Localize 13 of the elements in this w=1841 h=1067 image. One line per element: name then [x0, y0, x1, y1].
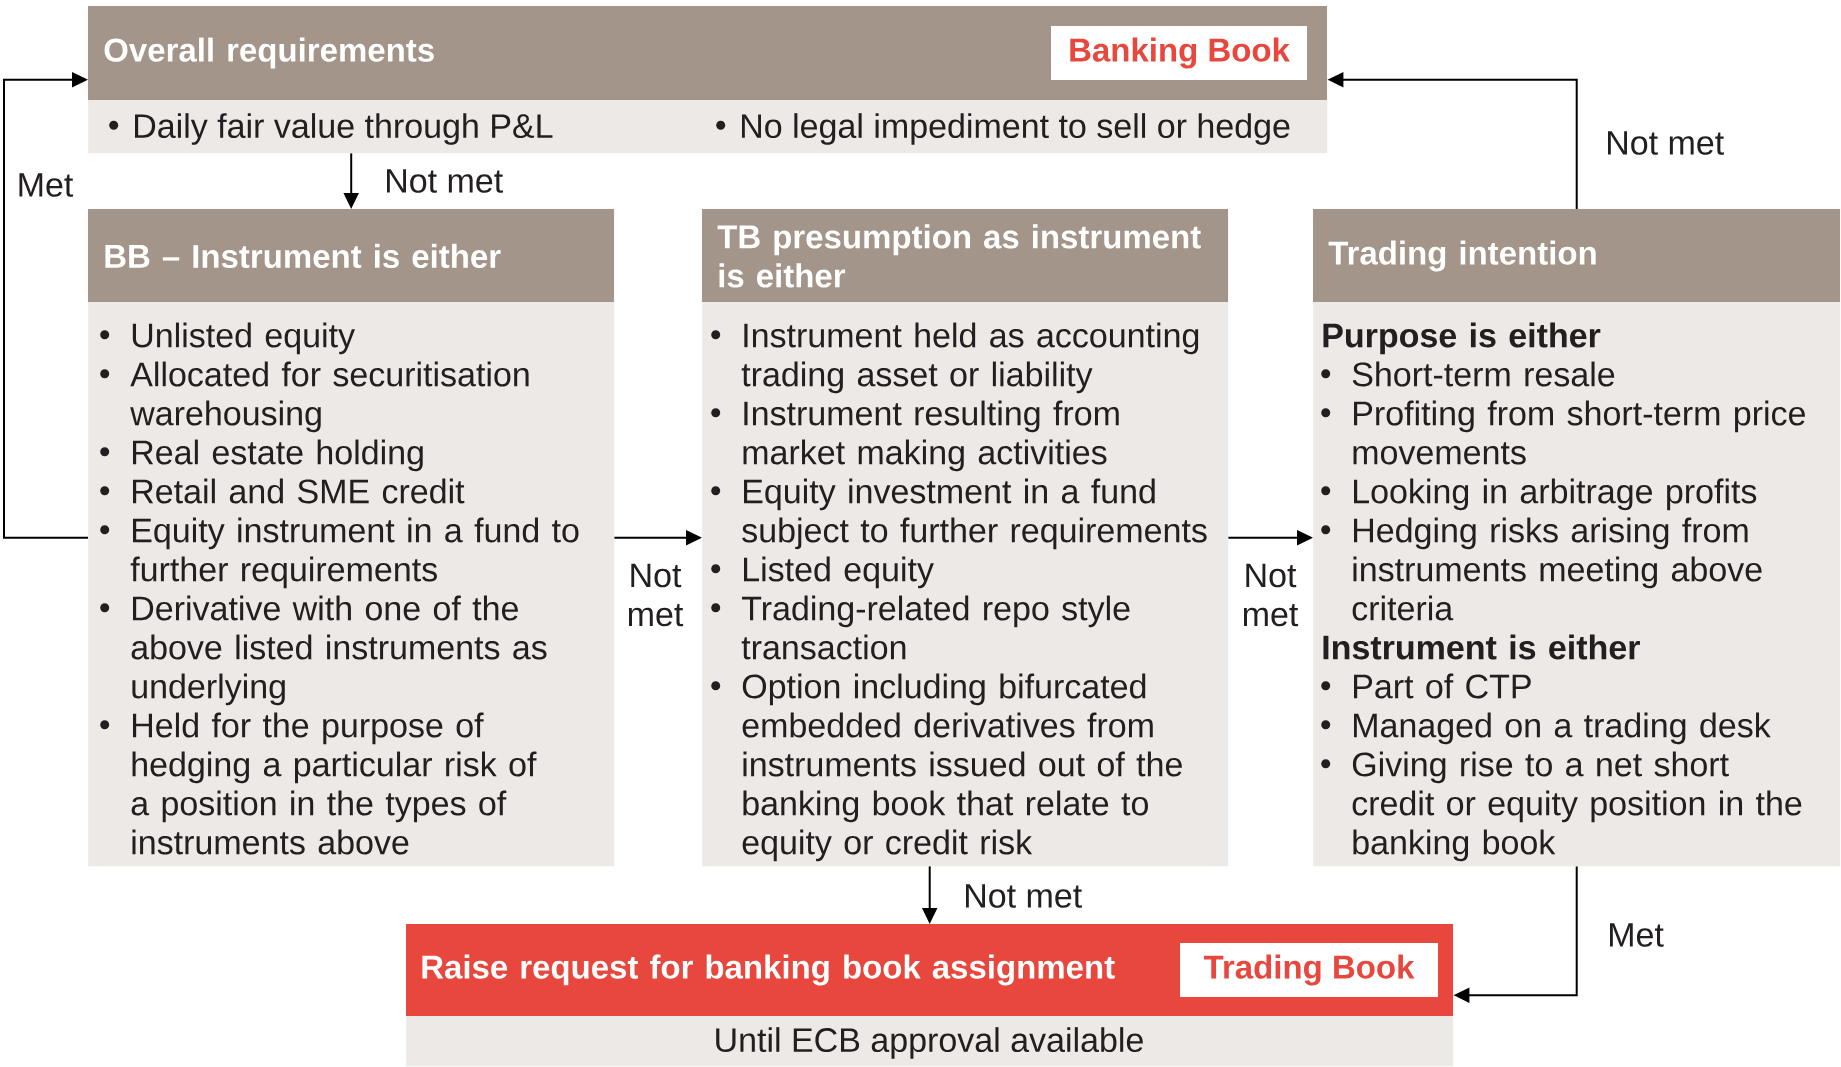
criteria-box: BB – Instrument is either Unlisted equity Allocated for securitisation warehousing Real estate holding Retail and SME credit Equity instrument in a fund to further requirements Derivative with one of the above listed instruments as underlying Held for the purpose of hedging a particular risk of a position in the types of instruments above [88, 209, 615, 867]
arrow [3, 71, 89, 539]
edge-label: Not met [619, 562, 691, 628]
edge-label: Not met [383, 168, 505, 194]
book-tag: Banking Book [1051, 26, 1307, 80]
book-tag: Trading Book [1180, 943, 1438, 997]
edge-label: Not met [1604, 130, 1726, 156]
criteria-box: TB presumption as instrument is either Instrument held as accounting trading asset or liability Instrument resulting from market making activities Equity investment in a fund subject to further requirements Listed equity Trading-related repo style transaction Option including bifurcated embedded derivatives from instruments issued out of the banking book that relate to equity or credit risk [702, 209, 1229, 867]
edge-label: Met [15, 172, 75, 198]
edge-label: Not met [1234, 562, 1306, 628]
edge-label: Met [1606, 922, 1665, 948]
criteria-box: Trading intention Purpose is either Short-term resale Profiting from short-term price movements Looking in arbitrage profits Hedging risks arising from instruments meeting above criteria Instrument is either Part of CTP Managed on a trading desk Giving rise to a net short credit or equity position in the banking book [1313, 209, 1841, 867]
edge-label: Not met [962, 883, 1084, 909]
